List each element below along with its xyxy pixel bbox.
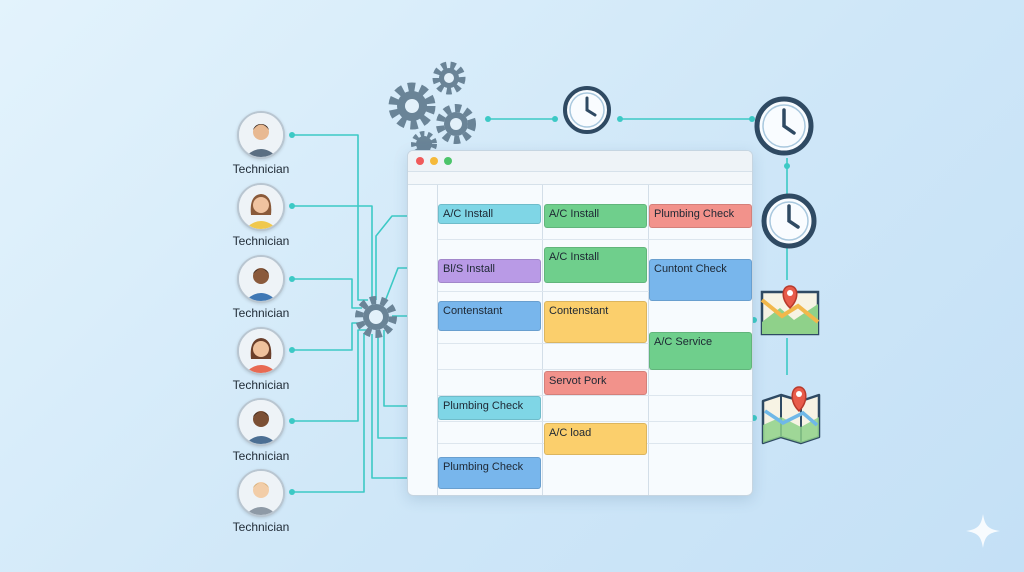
technician-label: Technician [232, 306, 290, 320]
gear-icon [436, 104, 476, 144]
task-block[interactable]: Plumbing Check [438, 396, 541, 420]
technician-label: Technician [232, 378, 290, 392]
technician-4: Technician [211, 327, 311, 392]
task-block[interactable]: Contenstant [544, 301, 647, 343]
female-avatar-icon [237, 327, 285, 375]
close-dot-icon[interactable] [416, 157, 424, 165]
technician-2: Technician [211, 183, 311, 248]
technician-6: Technician [211, 469, 311, 534]
clock-icon [563, 86, 611, 134]
task-block[interactable]: Plumbing Check [649, 204, 752, 228]
technician-label: Technician [232, 162, 290, 176]
map-pin-icon [760, 285, 820, 336]
male-avatar-icon [237, 398, 285, 446]
task-block[interactable]: Bl/S Install [438, 259, 541, 283]
task-block[interactable]: Servot Pork [544, 371, 647, 395]
clock-icon [761, 193, 817, 249]
maximize-dot-icon[interactable] [444, 157, 452, 165]
sparkle-icon [966, 514, 1000, 548]
task-block[interactable]: A/C Install [544, 247, 647, 283]
technician-5: Technician [211, 398, 311, 463]
task-block[interactable]: Cuntont Check [649, 259, 752, 301]
technician-label: Technician [232, 520, 290, 534]
gear-icon [388, 82, 436, 130]
technician-3: Technician [211, 255, 311, 320]
task-block[interactable]: A/C Install [544, 204, 647, 228]
task-block[interactable]: Contenstant [438, 301, 541, 331]
gears-cluster [388, 61, 476, 150]
schedule-window: A/C Install A/C Install Plumbing Check A… [407, 150, 753, 496]
technician-label: Technician [232, 234, 290, 248]
task-block[interactable]: A/C Service [649, 332, 752, 370]
task-block[interactable]: A/C load [544, 423, 647, 455]
male-avatar-icon [237, 255, 285, 303]
gear-icon [411, 131, 437, 150]
technician-1: Technician [211, 111, 311, 176]
task-block[interactable]: Plumbing Check [438, 457, 541, 489]
gear-icon [432, 61, 466, 95]
minimize-dot-icon[interactable] [430, 157, 438, 165]
clock-icon [754, 96, 814, 156]
folded-map-icon [761, 386, 821, 445]
technician-label: Technician [232, 449, 290, 463]
schedule-header-row [408, 172, 752, 185]
window-titlebar [408, 151, 752, 172]
male-avatar-icon [237, 469, 285, 517]
male-avatar-icon [237, 111, 285, 159]
female-avatar-icon [237, 183, 285, 231]
hub-gear-icon [355, 296, 397, 338]
task-block[interactable]: A/C Install [438, 204, 541, 224]
